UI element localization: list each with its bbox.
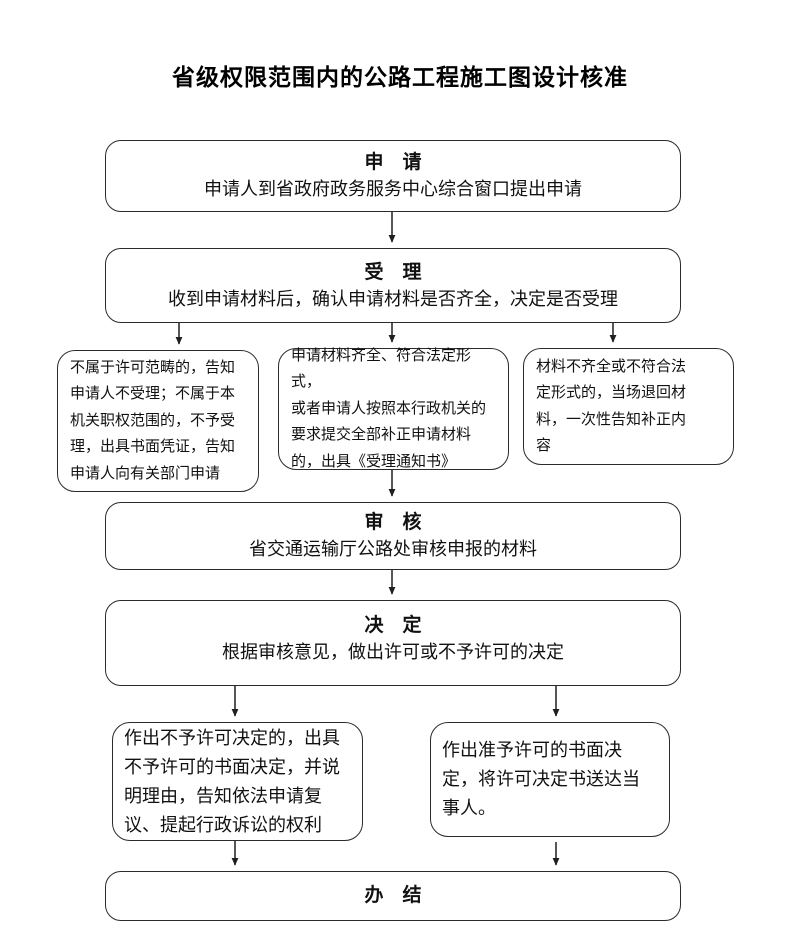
node-apply: 申 请 申请人到省政府政务服务中心综合窗口提出申请 bbox=[105, 140, 681, 212]
node-branch-reject-text: 不属于许可范畴的，告知 申请人不受理；不属于本 机关职权范围的，不予受 理，出具… bbox=[70, 359, 236, 482]
node-apply-heading: 申 请 bbox=[364, 152, 422, 173]
node-decision-body: 根据审核意见，做出许可或不予许可的决定 bbox=[222, 642, 564, 662]
node-branch-reject: 不属于许可范畴的，告知 申请人不受理；不属于本 机关职权范围的，不予受 理，出具… bbox=[57, 350, 259, 492]
node-review-heading: 审 核 bbox=[364, 512, 422, 533]
node-branch-return-text: 材料不齐全或不符合法 定形式的，当场退回材 料，一次性告知补正内 容 bbox=[536, 358, 687, 455]
node-deny: 作出不予许可决定的，出具 不予许可的书面决定，并说 明理由，告知依法申请复 议、… bbox=[112, 722, 363, 841]
node-decision-heading: 决 定 bbox=[364, 615, 422, 636]
node-complete: 办 结 bbox=[105, 871, 681, 921]
node-grant-text: 作出准予许可的书面决 定，将许可决定书送达当 事人。 bbox=[442, 740, 640, 818]
node-branch-accept: 申请材料齐全、符合法定形式， 或者申请人按照本行政机关的 要求提交全部补正申请材… bbox=[278, 348, 509, 470]
node-complete-heading: 办 结 bbox=[364, 885, 422, 906]
node-deny-text: 作出不予许可决定的，出具 不予许可的书面决定，并说 明理由，告知依法申请复 议、… bbox=[124, 727, 340, 835]
node-accept-heading: 受 理 bbox=[364, 261, 422, 283]
node-review-body: 省交通运输厅公路处审核申报的材料 bbox=[249, 539, 537, 559]
node-decision: 决 定 根据审核意见，做出许可或不予许可的决定 bbox=[105, 600, 681, 686]
node-review: 审 核 省交通运输厅公路处审核申报的材料 bbox=[105, 502, 681, 570]
node-grant: 作出准予许可的书面决 定，将许可决定书送达当 事人。 bbox=[430, 722, 670, 837]
node-accept: 受 理 收到申请材料后，确认申请材料是否齐全，决定是否受理 bbox=[105, 248, 681, 323]
node-branch-accept-text: 申请材料齐全、符合法定形式， 或者申请人按照本行政机关的 要求提交全部补正申请材… bbox=[291, 347, 487, 470]
page-title: 省级权限范围内的公路工程施工图设计核准 bbox=[172, 65, 628, 90]
node-accept-body: 收到申请材料后，确认申请材料是否齐全，决定是否受理 bbox=[168, 288, 618, 309]
node-branch-return: 材料不齐全或不符合法 定形式的，当场退回材 料，一次性告知补正内 容 bbox=[523, 348, 734, 465]
node-apply-body: 申请人到省政府政务服务中心综合窗口提出申请 bbox=[204, 179, 582, 199]
